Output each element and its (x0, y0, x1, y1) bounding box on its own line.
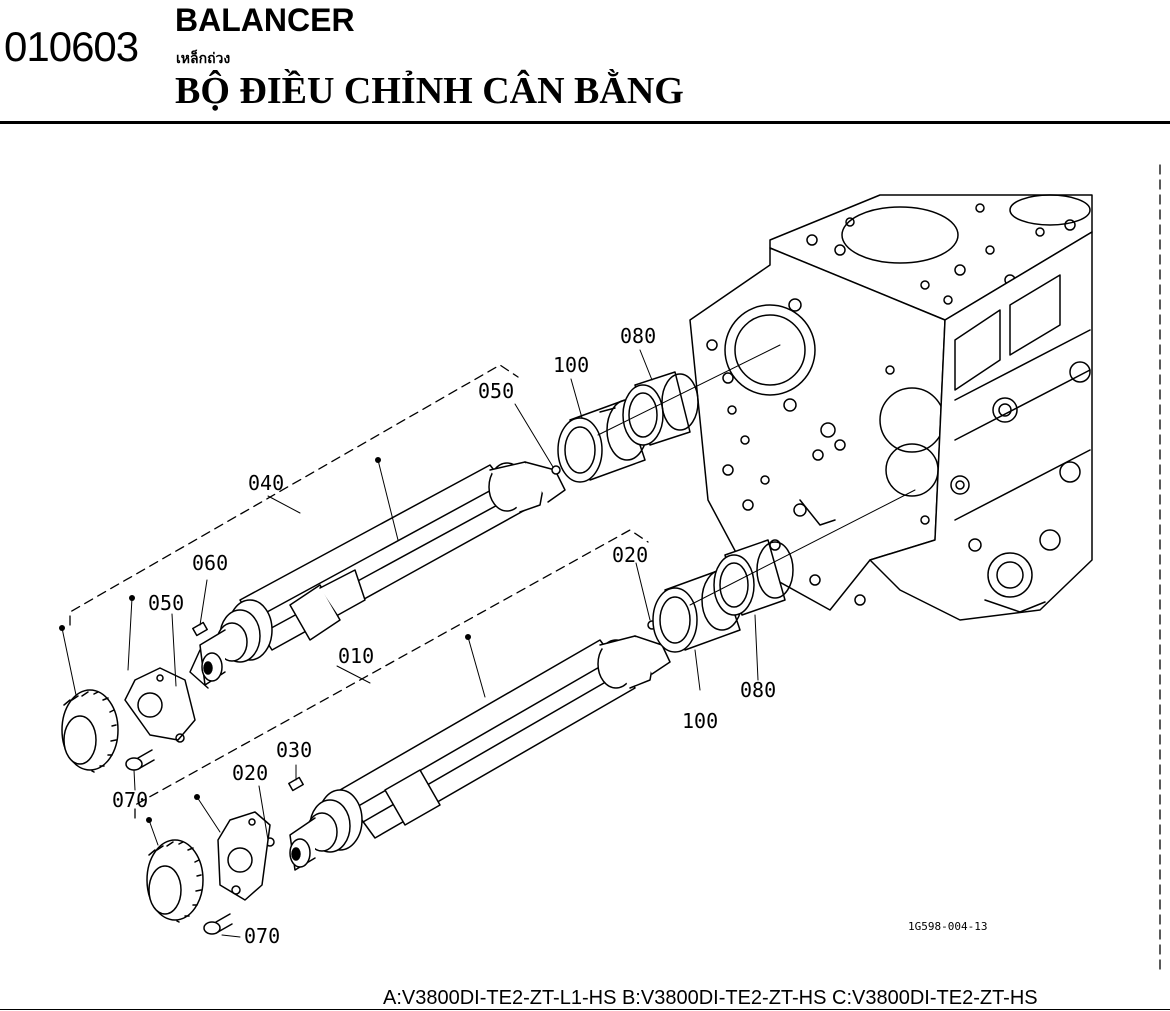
header-rule (0, 121, 1170, 124)
assembly-group-outlines (69, 364, 649, 819)
alignment-lines (597, 344, 916, 606)
leader-lines (61, 349, 759, 938)
leader-dots (59, 457, 471, 823)
o-ring-050-upper (551, 465, 561, 475)
diagram-ref-code: 1G598-004-13 (908, 920, 987, 933)
label-040: 040 (248, 471, 284, 495)
bushing-100-upper (557, 399, 648, 483)
label-080-upper: 080 (620, 324, 656, 348)
plate-upper (124, 667, 196, 741)
label-050-upper: 050 (478, 379, 514, 403)
gear-upper (61, 689, 119, 773)
title-thai: เหล็กถ่วง (176, 51, 231, 67)
label-100-lower: 100 (682, 709, 718, 733)
engine-block (689, 194, 1093, 621)
section-code: 010603 (4, 23, 139, 70)
balancer-shaft-010 (289, 635, 671, 871)
label-080-lower: 080 (740, 678, 776, 702)
balancer-shaft-040 (189, 461, 566, 689)
label-010: 010 (338, 644, 374, 668)
gear-lower (146, 839, 204, 923)
label-100-upper: 100 (553, 353, 589, 377)
label-050-lower: 050 (148, 591, 184, 615)
model-applicability: A:V3800DI-TE2-ZT-L1-HS B:V3800DI-TE2-ZT-… (383, 987, 1038, 1009)
plate-lower (217, 811, 271, 901)
label-020-upper: 020 (612, 543, 648, 567)
footer-rule (0, 1009, 1170, 1010)
label-070-lower: 070 (244, 924, 280, 948)
label-070-upper: 070 (112, 788, 148, 812)
label-020-lower: 020 (232, 761, 268, 785)
title-vietnamese: BỘ ĐIỀU CHỈNH CÂN BẰNG (175, 70, 684, 112)
label-060: 060 (192, 551, 228, 575)
bushing-080-lower (713, 539, 794, 616)
exploded-parts-diagram: 040 050 050 060 070 070 010 020 020 030 … (59, 164, 1161, 976)
key-060 (192, 621, 208, 637)
bolt-070-lower (203, 913, 233, 935)
title-english: BALANCER (175, 2, 355, 38)
bushing-080-upper (622, 371, 699, 446)
label-030: 030 (276, 738, 312, 762)
key-030 (288, 776, 304, 792)
bolt-070-upper (125, 749, 155, 771)
